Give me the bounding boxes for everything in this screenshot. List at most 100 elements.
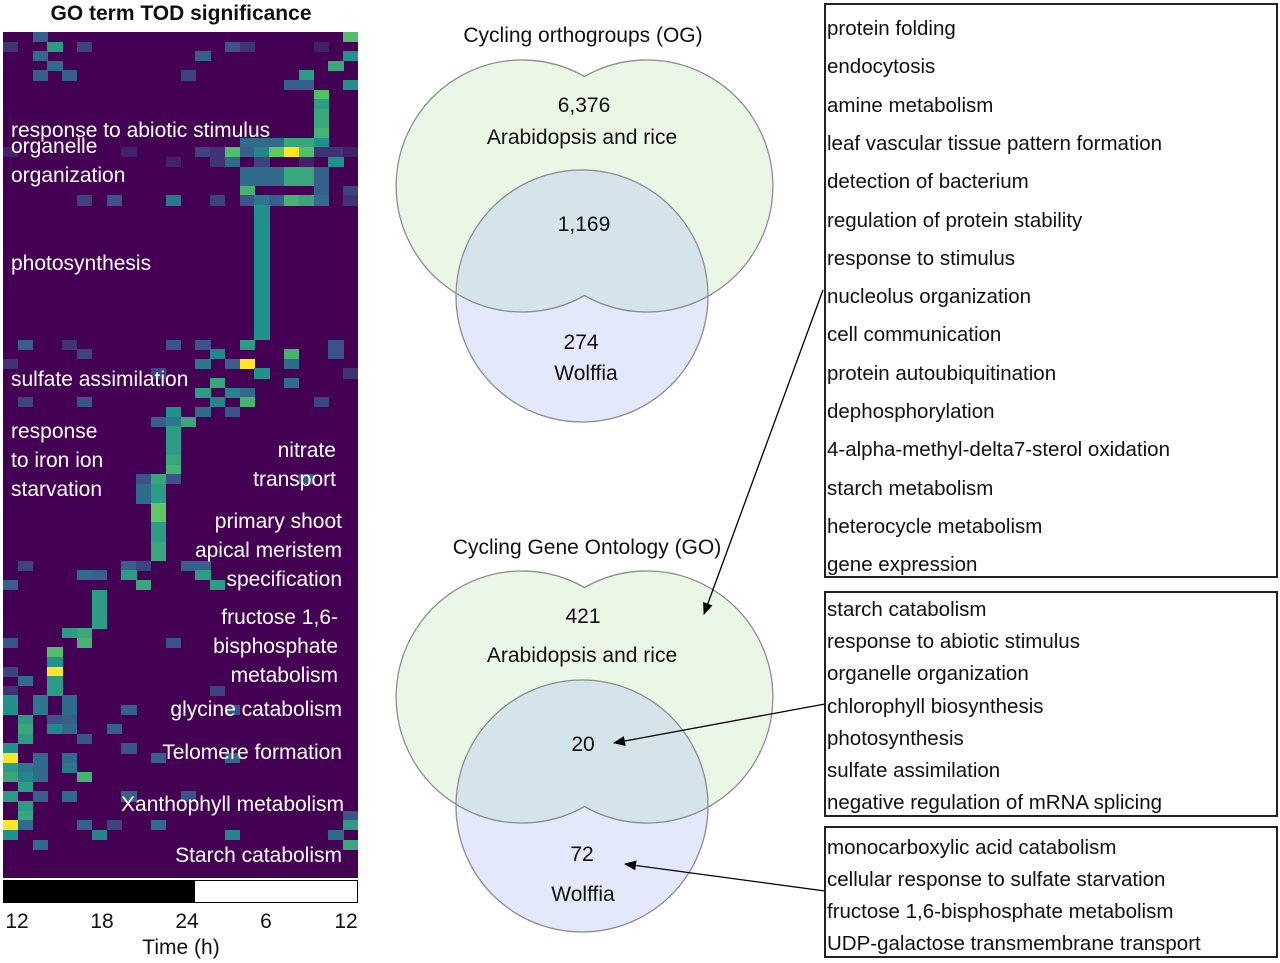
x-tick: 6 xyxy=(260,910,272,933)
heatmap-cell xyxy=(62,753,78,764)
x-tick: 12 xyxy=(5,910,29,933)
venn-og-title: Cycling orthogroups (OG) xyxy=(463,24,703,47)
heatmap-cell xyxy=(313,176,329,187)
go-term-arabidopsis-rice: heterocycle metabolism xyxy=(827,514,1043,538)
heatmap-cell xyxy=(195,147,211,158)
heatmap-cell xyxy=(165,195,181,206)
heatmap-cell xyxy=(284,137,300,148)
heatmap-cell xyxy=(269,195,285,206)
heatmap-cell xyxy=(284,358,300,369)
heatmap-cell xyxy=(3,753,19,764)
heatmap-cell xyxy=(150,368,167,379)
heatmap-cell xyxy=(106,820,122,831)
heatmap-cell xyxy=(313,166,329,177)
heatmap-cell xyxy=(254,243,270,254)
heatmap-cell xyxy=(3,358,19,369)
heatmap-cell xyxy=(239,339,255,350)
heatmap-cell xyxy=(136,474,152,485)
go-term-shared: photosynthesis xyxy=(827,726,964,750)
venn-og xyxy=(395,59,774,423)
heatmap-cell xyxy=(239,147,255,158)
heatmap-cell xyxy=(328,829,344,841)
heatmap-cell xyxy=(165,406,181,418)
venn-go-green-outline xyxy=(395,570,774,824)
go-term-wolffia: cellular response to sulfate starvation xyxy=(827,868,1166,891)
heatmap-cell xyxy=(17,733,34,744)
heatmap-cell xyxy=(32,772,48,783)
heatmap-cell xyxy=(3,579,19,591)
heatmap-label-iron-starvation: response to iron ion starvation xyxy=(11,420,104,501)
heatmap-label-starch-catabolism: Starch catabolism xyxy=(175,844,342,867)
heatmap-cell xyxy=(32,704,48,716)
heatmap-cell xyxy=(150,416,167,427)
heatmap-cell xyxy=(62,628,78,639)
heatmap-cell xyxy=(284,378,300,389)
heatmap-cell xyxy=(239,195,255,206)
heatmap-cell xyxy=(343,820,358,831)
heatmap-label-nitrate-transport: nitrate transport xyxy=(253,439,336,491)
heatmap-cell xyxy=(62,762,78,773)
heatmap-grid: response to abiotic stimulus organelle o… xyxy=(3,32,358,878)
heatmap-cell xyxy=(239,358,255,369)
heatmap-cell xyxy=(32,791,48,802)
heatmap-cell xyxy=(195,339,211,350)
go-term-arabidopsis-rice: endocytosis xyxy=(827,55,936,79)
heatmap-cell xyxy=(195,570,211,581)
heatmap-cell xyxy=(224,387,241,398)
heatmap-cell xyxy=(165,416,181,427)
heatmap-cell xyxy=(136,560,152,571)
heatmap-cell xyxy=(343,32,358,43)
heatmap-label-organelle-organization: organelle organization xyxy=(11,135,126,187)
heatmap-cell xyxy=(254,262,270,273)
heatmap-cell xyxy=(210,156,226,168)
heatmap-cell xyxy=(150,522,167,533)
heatmap-cell xyxy=(47,647,63,658)
heatmap-cell xyxy=(224,41,241,52)
arrow-shared-list xyxy=(613,703,826,746)
heatmap-cell xyxy=(165,339,181,350)
heatmap-cell xyxy=(17,810,34,821)
heatmap-cell xyxy=(76,628,93,639)
heatmap-cell xyxy=(3,637,19,648)
heatmap-cell xyxy=(3,829,19,841)
venn-go-wolffia-label: Wolffia xyxy=(551,883,615,906)
heatmap-label-primary-shoot: primary shoot apical meristem specificat… xyxy=(194,510,342,591)
heatmap-cell xyxy=(76,41,93,52)
go-term-wolffia: UDP-galactose transmembrane transport xyxy=(827,932,1201,955)
go-term-arabidopsis-rice: leaf vascular tissue pattern formation xyxy=(827,131,1162,155)
heatmap-cell xyxy=(239,387,255,398)
go-term-arabidopsis-rice: cell communication xyxy=(827,323,1002,347)
x-tick: 18 xyxy=(90,910,114,933)
heatmap-cell xyxy=(165,455,181,466)
heatmap-cell xyxy=(62,714,78,725)
heatmap-cell xyxy=(47,666,63,677)
heatmap-cell xyxy=(17,724,34,735)
go-term-shared: sulfate assimilation xyxy=(827,759,1001,782)
heatmap-cell xyxy=(313,128,329,139)
heatmap-cell xyxy=(62,704,78,716)
heatmap-cell xyxy=(3,147,19,158)
go-term-arabidopsis-rice: starch metabolism xyxy=(827,476,994,500)
heatmap-cell xyxy=(62,791,78,802)
heatmap-cell xyxy=(91,599,108,610)
heatmap-cell xyxy=(47,714,63,725)
heatmap-cell xyxy=(91,589,108,600)
heatmap-cell xyxy=(3,743,19,754)
heatmap-cell xyxy=(298,137,315,148)
heatmap-cell xyxy=(269,166,285,177)
heatmap-cell xyxy=(136,483,152,494)
heatmap-title: GO term TOD significance xyxy=(50,2,312,25)
go-term-arabidopsis-rice: 4-alpha-methyl-delta7-sterol oxidation xyxy=(827,438,1170,462)
heatmap-cell xyxy=(76,349,93,360)
heatmap-cell xyxy=(298,147,315,158)
heatmap-cell xyxy=(150,483,167,494)
heatmap-cell xyxy=(91,608,108,619)
venn-og-arabidopsis-rice-count: 6,376 xyxy=(557,94,611,117)
heatmap-cell xyxy=(165,474,181,485)
venn-og-shared-count: 1,169 xyxy=(557,213,611,236)
heatmap-cell xyxy=(210,195,226,206)
heatmap-cell xyxy=(298,166,315,177)
